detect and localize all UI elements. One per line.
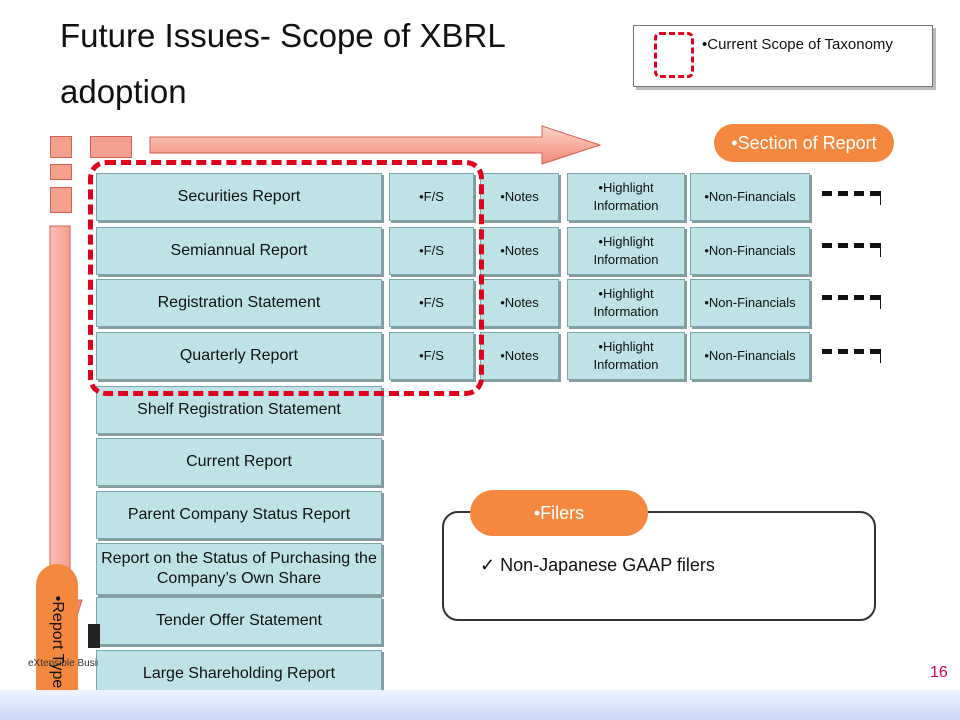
section-highlight: •Highlight Information: [567, 332, 685, 380]
decor-square: [90, 136, 132, 158]
report-type-text: •Report Type: [49, 595, 66, 689]
filers-item-text: Non-Japanese GAAP filers: [500, 555, 715, 575]
section-notes: •Notes: [480, 279, 559, 327]
section-non-financials: •Non-Financials: [690, 227, 810, 275]
legend-label: •Current Scope of Taxonomy: [702, 36, 893, 53]
footer-bar: [0, 690, 960, 720]
report-type-tender-offer: Tender Offer Statement: [96, 597, 382, 645]
legend-swatch: [654, 32, 694, 78]
section-non-financials: •Non-Financials: [690, 279, 810, 327]
report-type-own-share: Report on the Status of Purchasing the C…: [96, 543, 382, 595]
section-of-report-label: •Section of Report: [714, 124, 894, 162]
legend: •Current Scope of Taxonomy: [633, 25, 933, 87]
decor-square: [50, 187, 72, 213]
report-type-registration: Registration Statement: [96, 279, 382, 327]
report-type-parent-company: Parent Company Status Report: [96, 491, 382, 539]
continuation-dots: [822, 191, 881, 205]
filers-label: •Filers: [470, 490, 648, 536]
section-notes: •Notes: [480, 332, 559, 380]
logo-mark: [88, 624, 100, 648]
horizontal-arrow: [149, 125, 602, 165]
continuation-dots: [822, 243, 881, 257]
page-number: 16: [930, 664, 948, 681]
report-type-quarterly: Quarterly Report: [96, 332, 382, 380]
section-notes: •Notes: [480, 227, 559, 275]
logo-text: eXtensible Business: [28, 658, 98, 669]
continuation-dots: [822, 349, 881, 363]
continuation-dots: [822, 295, 881, 309]
decor-square: [50, 136, 72, 158]
report-type-semiannual: Semiannual Report: [96, 227, 382, 275]
report-type-securities: Securities Report: [96, 173, 382, 221]
section-non-financials: •Non-Financials: [690, 173, 810, 221]
section-notes: •Notes: [480, 173, 559, 221]
section-highlight: •Highlight Information: [567, 173, 685, 221]
filers-item: ✓ Non-Japanese GAAP filers: [480, 555, 715, 576]
section-fs: •F/S: [389, 332, 474, 380]
current-scope-outline: [88, 160, 484, 396]
check-icon: ✓: [480, 555, 496, 575]
page-title: Future Issues- Scope of XBRL adoption: [60, 17, 505, 110]
section-highlight: •Highlight Information: [567, 227, 685, 275]
section-highlight: •Highlight Information: [567, 279, 685, 327]
report-type-current: Current Report: [96, 438, 382, 486]
section-fs: •F/S: [389, 279, 474, 327]
decor-square: [50, 164, 72, 180]
section-fs: •F/S: [389, 173, 474, 221]
section-fs: •F/S: [389, 227, 474, 275]
section-non-financials: •Non-Financials: [690, 332, 810, 380]
